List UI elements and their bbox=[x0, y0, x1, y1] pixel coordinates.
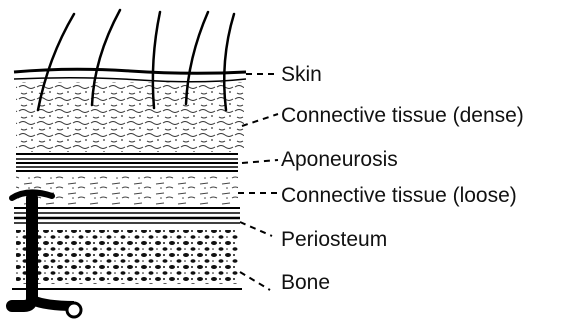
label-bone: Bone bbox=[281, 271, 330, 295]
label-connective-tissue-dense: Connective tissue (dense) bbox=[281, 104, 524, 128]
loose-connective-layer bbox=[16, 176, 238, 206]
label-aponeurosis: Aponeurosis bbox=[281, 148, 398, 172]
aponeurosis-layer bbox=[16, 154, 238, 171]
label-periosteum: Periosteum bbox=[281, 228, 387, 252]
bone-layer bbox=[12, 230, 242, 289]
leader-dense bbox=[242, 114, 278, 126]
label-connective-tissue-loose: Connective tissue (loose) bbox=[281, 184, 517, 208]
dense-connective-layer bbox=[16, 82, 244, 152]
label-skin: Skin bbox=[281, 63, 322, 87]
leader-aponeurosis bbox=[242, 160, 278, 163]
periosteum-layer bbox=[14, 208, 240, 223]
leader-periosteum bbox=[240, 222, 272, 236]
leader-bone bbox=[240, 272, 270, 290]
